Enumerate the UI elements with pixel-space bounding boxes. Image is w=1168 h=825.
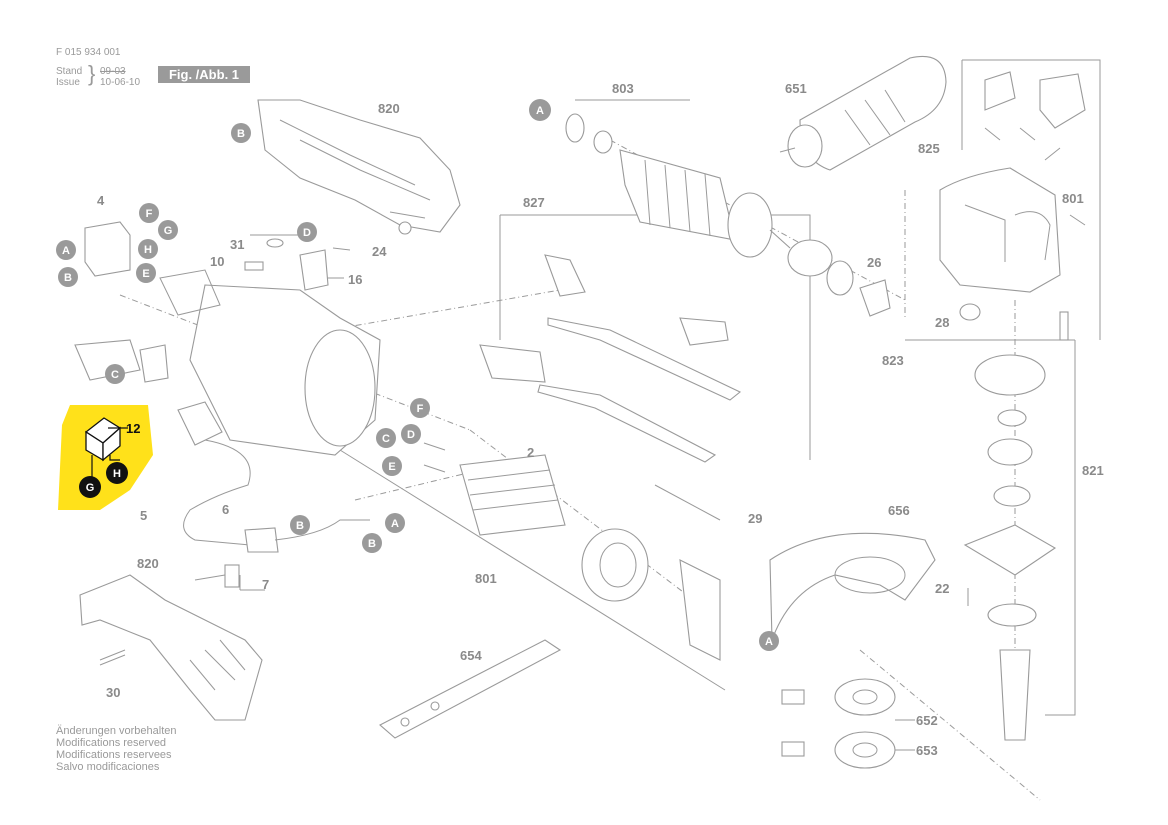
issue-label: Issue [56, 77, 80, 88]
svg-text:B: B [237, 128, 245, 140]
note-en: Modifications reserved [56, 737, 167, 749]
label-827: 827 [523, 195, 545, 210]
svg-text:B: B [296, 520, 304, 532]
svg-text:A: A [62, 245, 70, 257]
label-823: 823 [882, 353, 904, 368]
badge-C-2: C [376, 428, 396, 448]
label-820-top: 820 [378, 101, 400, 116]
badge-G-1: G [158, 220, 178, 240]
label-24: 24 [372, 244, 387, 259]
note-fr: Modifications reservees [56, 749, 172, 761]
label-28: 28 [935, 315, 949, 330]
label-12: 12 [126, 421, 140, 436]
badge-E-1: E [136, 263, 156, 283]
label-654: 654 [460, 648, 482, 663]
label-820-bottom: 820 [137, 556, 159, 571]
label-30: 30 [106, 685, 120, 700]
part-827-switch [479, 254, 742, 463]
label-29: 29 [748, 511, 762, 526]
part-820-housing-top [257, 99, 461, 235]
stand-label: Stand [56, 66, 83, 77]
badge-D-1: D [297, 222, 317, 242]
label-803: 803 [612, 81, 634, 96]
label-801-bottom: 801 [475, 571, 497, 586]
old-date: 09-03 [100, 66, 126, 77]
svg-text:H: H [113, 468, 121, 480]
svg-text:H: H [144, 244, 152, 256]
svg-text:F: F [417, 403, 424, 415]
badge-G-highlight: G [79, 476, 101, 498]
note-es: Salvo modificaciones [56, 761, 160, 773]
badge-A-2: A [56, 240, 76, 260]
label-821: 821 [1082, 463, 1104, 478]
part-656-guard [769, 532, 936, 641]
part-820-housing-bottom [79, 574, 263, 721]
svg-text:D: D [303, 227, 311, 239]
label-825: 825 [918, 141, 940, 156]
svg-text:C: C [382, 433, 390, 445]
badge-H-highlight: H [106, 462, 128, 484]
part-651-handle [779, 55, 947, 171]
badge-B-4: B [362, 533, 382, 553]
label-6: 6 [222, 502, 229, 517]
badge-E-2: E [382, 456, 402, 476]
svg-text:B: B [368, 538, 376, 550]
svg-text:C: C [111, 369, 119, 381]
part-2-field-coil [423, 442, 721, 661]
badge-F-2: F [410, 398, 430, 418]
svg-text:G: G [164, 225, 173, 237]
label-652: 652 [916, 713, 938, 728]
badge-B-2: B [58, 267, 78, 287]
svg-text:A: A [391, 518, 399, 530]
part-803-armature [565, 113, 791, 258]
badge-A-1: A [529, 99, 551, 121]
badge-C-1: C [105, 364, 125, 384]
svg-text:A: A [536, 105, 544, 117]
label-651: 651 [785, 81, 807, 96]
label-26: 26 [867, 255, 881, 270]
badge-A-4: A [759, 631, 779, 651]
part-801-gear-housing [939, 71, 1086, 293]
label-10: 10 [210, 254, 224, 269]
part-654-spanner [379, 639, 562, 739]
part-12-capacitor [84, 417, 128, 478]
label-31: 31 [230, 237, 244, 252]
badge-F-1: F [139, 203, 159, 223]
label-22: 22 [935, 581, 949, 596]
part-number: F 015 934 001 [56, 47, 121, 58]
svg-text:D: D [407, 429, 415, 441]
label-5: 5 [140, 508, 147, 523]
brace-glyph: } [88, 61, 96, 86]
badge-B-1: B [231, 123, 251, 143]
label-7: 7 [262, 577, 269, 592]
part-823-gears [787, 239, 1069, 741]
note-de: Änderungen vorbehalten [56, 725, 177, 737]
svg-text:F: F [146, 208, 153, 220]
cable-assembly [177, 401, 370, 553]
svg-text:B: B [64, 272, 72, 284]
label-656: 656 [888, 503, 910, 518]
part-652-653-flanges [781, 678, 915, 769]
issue-date: 10-06-10 [100, 77, 141, 88]
motor-housing [159, 269, 381, 456]
label-653: 653 [916, 743, 938, 758]
figure-label: Fig. /Abb. 1 [158, 66, 250, 83]
svg-text:G: G [86, 482, 95, 494]
label-801-top: 801 [1062, 191, 1084, 206]
badge-A-3: A [385, 513, 405, 533]
svg-text:E: E [388, 461, 395, 473]
badge-B-3: B [290, 515, 310, 535]
label-2: 2 [527, 445, 534, 460]
svg-text:A: A [765, 636, 773, 648]
label-4: 4 [97, 193, 105, 208]
footer-notes: Änderungen vorbehalten Modifications res… [56, 725, 176, 773]
svg-text:E: E [142, 268, 149, 280]
label-16: 16 [348, 272, 362, 287]
badge-D-2: D [401, 424, 421, 444]
badge-H-1: H [138, 239, 158, 259]
